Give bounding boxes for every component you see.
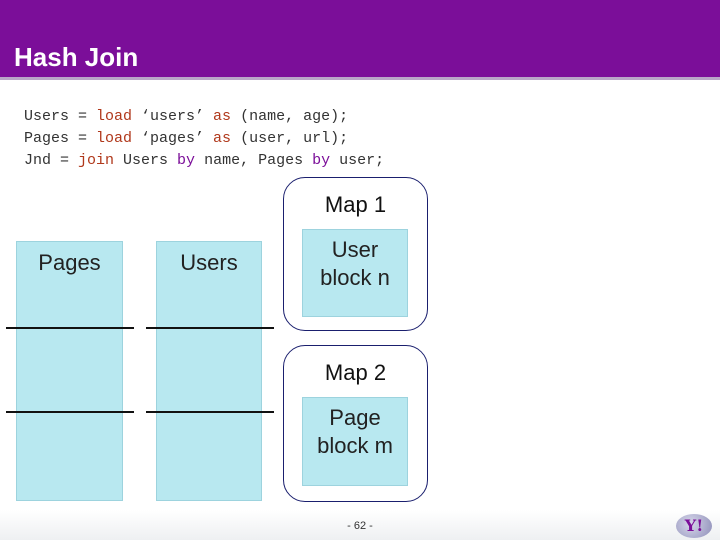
code-text: Users [114, 152, 178, 169]
code-keyword: by [177, 152, 196, 169]
yahoo-logo-icon: Y! [676, 514, 712, 538]
code-block: Users = load ‘users’ as (name, age); Pag… [24, 106, 384, 172]
map-2-box: Map 2 Page block m [283, 345, 428, 502]
code-text: name, Pages [195, 152, 313, 169]
map-2-title: Map 2 [324, 360, 387, 385]
code-keyword: as [213, 130, 232, 147]
pages-column-label: Pages [38, 250, 101, 275]
block-label-line: Page [329, 405, 381, 430]
pages-column: Pages [16, 241, 123, 501]
code-text: ‘pages’ [132, 130, 214, 147]
block-label-line: block n [320, 265, 390, 290]
title-bar: Hash Join [0, 0, 720, 80]
user-block: User block n [302, 229, 408, 317]
partition-divider [146, 327, 274, 329]
footer [0, 510, 720, 540]
code-keyword: load [96, 130, 133, 147]
code-keyword: join [78, 152, 115, 169]
block-label-line: block m [317, 433, 393, 458]
code-var: Jnd = [24, 152, 79, 169]
partition-divider [6, 411, 134, 413]
code-text: ‘users’ [132, 108, 214, 125]
code-line-3: Jnd = join Users by name, Pages by user; [24, 152, 384, 169]
code-keyword: as [213, 108, 232, 125]
code-text: user; [330, 152, 385, 169]
users-column-label: Users [180, 250, 238, 275]
map-1-title: Map 1 [324, 192, 387, 217]
page-number: - 62 - [347, 520, 373, 532]
code-text: (user, url); [231, 130, 349, 147]
code-var: Pages = [24, 130, 97, 147]
page-block: Page block m [302, 397, 408, 486]
code-var: Users = [24, 108, 97, 125]
partition-divider [6, 327, 134, 329]
code-keyword: by [312, 152, 331, 169]
code-line-2: Pages = load ‘pages’ as (user, url); [24, 130, 348, 147]
logo-text: Y! [684, 516, 704, 535]
code-keyword: load [96, 108, 133, 125]
partition-divider [146, 411, 274, 413]
code-line-1: Users = load ‘users’ as (name, age); [24, 108, 348, 125]
block-label-line: User [331, 237, 379, 262]
map-1-box: Map 1 User block n [283, 177, 428, 331]
code-text: (name, age); [231, 108, 349, 125]
slide-title: Hash Join [14, 42, 139, 72]
users-column: Users [156, 241, 262, 501]
